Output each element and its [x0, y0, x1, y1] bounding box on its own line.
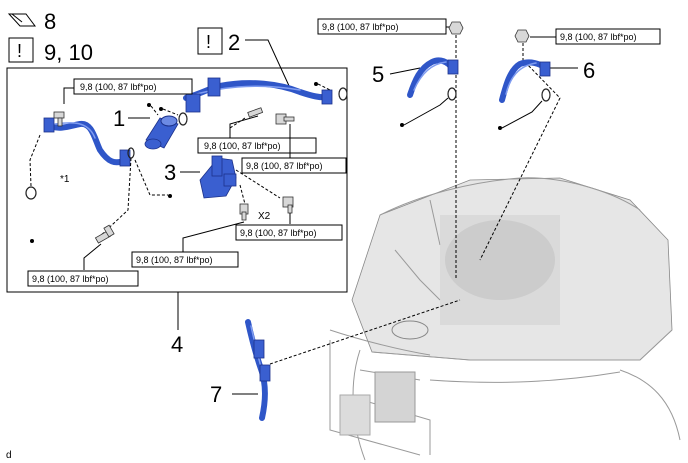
svg-text:9,8 (100, 87 lbf*po): 9,8 (100, 87 lbf*po): [246, 161, 323, 171]
svg-text:9,8 (100, 87 lbf*po): 9,8 (100, 87 lbf*po): [136, 255, 213, 265]
svg-text:9,8 (100, 87 lbf*po): 9,8 (100, 87 lbf*po): [32, 274, 109, 284]
part-1-cylinder: [144, 115, 179, 150]
leader-grease: [403, 97, 449, 126]
grease-icon: [7, 13, 36, 27]
leader-spec: [83, 243, 102, 270]
callout-9-10: 9, 10: [44, 40, 93, 65]
part-6-hose: [499, 59, 551, 103]
part-4-left-hose: [43, 117, 131, 167]
part-5-hose: [407, 57, 459, 98]
torque-spec-box: 9,8 (100, 87 lbf*po): [555, 28, 661, 45]
bolt: [247, 107, 264, 118]
callout-8: 8: [44, 9, 56, 34]
grease-point: [147, 103, 151, 107]
figure-code: d: [6, 450, 12, 461]
grease-point: [314, 82, 318, 86]
grease-point: [400, 123, 404, 127]
part-3-bracket: [199, 155, 237, 199]
quantity-x2: X2: [258, 211, 271, 222]
leader-spec: [182, 221, 245, 252]
nut: [448, 21, 464, 35]
nut: [514, 29, 530, 43]
torque-spec-box: 9,8 (100, 87 lbf*po): [131, 251, 239, 268]
leader-2: [245, 39, 291, 89]
svg-text:9,8 (100, 87 lbf*po): 9,8 (100, 87 lbf*po): [560, 32, 637, 42]
caution-icon: !: [197, 27, 223, 55]
callout-3: 3: [164, 160, 176, 185]
o-ring: [25, 186, 37, 200]
torque-spec-box: 9,8 (100, 87 lbf*po): [235, 224, 343, 241]
part-7-lower-hose: [245, 319, 271, 421]
install-path: [269, 299, 461, 365]
svg-text:9,8 (100, 87 lbf*po): 9,8 (100, 87 lbf*po): [204, 141, 281, 151]
svg-text:!: !: [206, 32, 211, 52]
bolt: [282, 196, 294, 214]
part-2-upper-hose: [183, 77, 333, 113]
install-path: [479, 43, 561, 261]
bolt: [53, 111, 65, 127]
torque-spec-box: 9,8 (100, 87 lbf*po): [241, 157, 347, 174]
note-ref: *1: [60, 174, 70, 185]
callout-4: 4: [171, 332, 183, 357]
svg-text:9,8 (100, 87 lbf*po): 9,8 (100, 87 lbf*po): [240, 228, 317, 238]
bolt: [94, 224, 115, 244]
svg-text:9,8 (100, 87 lbf*po): 9,8 (100, 87 lbf*po): [80, 82, 157, 92]
svg-text:9,8 (100, 87 lbf*po): 9,8 (100, 87 lbf*po): [322, 22, 399, 32]
o-ring: [447, 87, 457, 101]
torque-spec-box: 9,8 (100, 87 lbf*po): [197, 137, 317, 154]
grease-point: [30, 239, 34, 243]
callout-1: 1: [113, 106, 125, 131]
leader-5: [389, 67, 421, 75]
o-ring: [338, 87, 348, 101]
grease-point: [168, 194, 172, 198]
o-ring: [178, 112, 188, 126]
o-ring: [541, 88, 551, 102]
torque-spec-box: 9,8 (100, 87 lbf*po): [27, 270, 139, 287]
caution-icon: !: [8, 37, 34, 63]
callout-7: 7: [210, 382, 222, 407]
grease-point: [498, 126, 502, 130]
vehicle-front-illustration: [329, 177, 681, 461]
svg-text:!: !: [17, 41, 22, 61]
callout-2: 2: [228, 30, 240, 55]
leader-spec: [63, 87, 74, 104]
bolt: [239, 203, 249, 221]
exploded-view-frame: [6, 67, 348, 293]
leader-grease: [501, 100, 543, 129]
torque-spec-box: 9,8 (100, 87 lbf*po): [317, 18, 447, 35]
torque-spec-box: 9,8 (100, 87 lbf*po): [73, 78, 193, 95]
bolt: [275, 113, 295, 125]
callout-6: 6: [583, 58, 595, 83]
grease-point: [159, 107, 163, 111]
callout-5: 5: [372, 62, 384, 87]
leader-spec: [229, 115, 259, 138]
